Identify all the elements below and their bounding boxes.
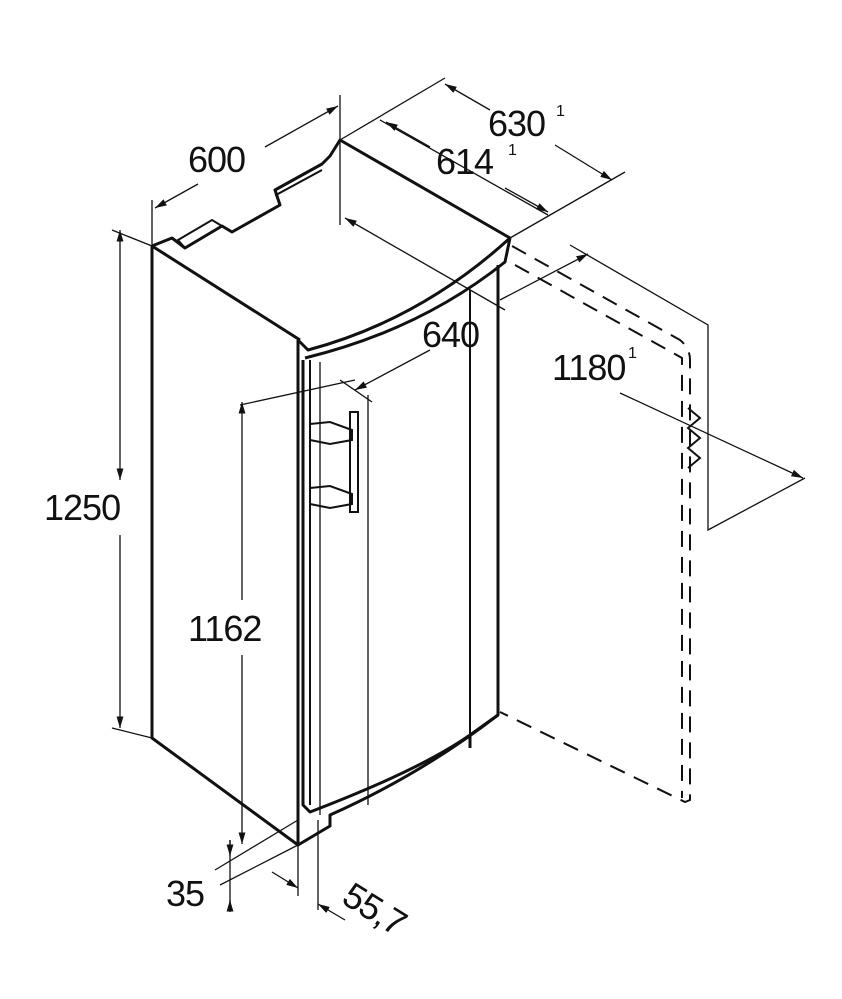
dim-depth-total-label: 630 [488,103,545,144]
dim-foot-height-label: 35 [166,873,204,914]
dim-door-open-label: 640 [422,314,479,355]
hinge-bottom [309,484,353,510]
dim-width-label: 600 [188,139,245,180]
dim-open-total-label: 1180 [552,347,625,388]
hinge-top [309,420,353,446]
dim-height-body-label: 1162 [188,608,261,649]
dim-door-offset-label: 55,7 [336,874,414,944]
dim-depth-total-note: 1 [556,103,565,120]
dim-height-total-label: 1250 [44,487,120,528]
cabinet-body [150,138,512,847]
dim-open-total-note: 1 [628,345,637,362]
dimension-lines [111,77,806,921]
door-handle [349,411,359,513]
dim-depth-body-label: 614 [436,141,493,182]
door [301,360,471,815]
dim-depth-body-note: 1 [508,142,517,159]
open-door-outline [499,245,702,804]
